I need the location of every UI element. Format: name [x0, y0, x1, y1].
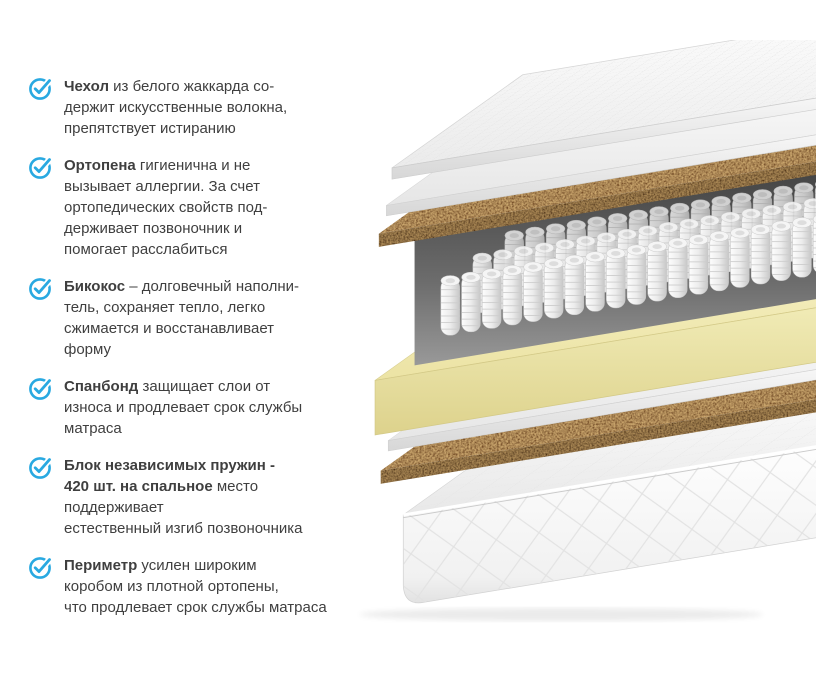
pocket-spring [440, 275, 461, 336]
pocket-spring [481, 268, 502, 329]
feature-term: Чехол [64, 78, 109, 95]
pocket-spring [771, 220, 792, 282]
feature-text: Бикокос – долговечный наполни- тель, сох… [64, 276, 299, 360]
feature-term: Бикокос [64, 278, 126, 295]
check-icon [29, 456, 53, 479]
feature-list: Чехол из белого жаккарда со- держит иску… [28, 76, 362, 618]
feature-item-cover: Чехол из белого жаккарда со- держит иску… [28, 76, 362, 139]
feature-text: Чехол из белого жаккарда со- держит иску… [64, 76, 287, 139]
feature-term: Ортопена [64, 157, 136, 174]
pocket-spring [585, 251, 605, 312]
feature-description: – долговечный наполни- тель, сохраняет т… [64, 278, 300, 358]
pocket-spring [667, 237, 688, 299]
feature-item-bicocos: Бикокос – долговечный наполни- тель, сох… [28, 276, 362, 360]
pocket-spring [709, 230, 730, 292]
pocket-spring [647, 240, 668, 302]
pocket-spring [461, 271, 481, 333]
pocket-spring [730, 227, 750, 288]
feature-text: Блок независимых пружин - 420 шт. на спа… [64, 455, 302, 539]
feature-term: Блок независимых пружин - 420 шт. на спа… [64, 457, 276, 495]
feature-description: гигиенична и не вызывает аллергии. За сч… [64, 157, 268, 258]
pocket-spring [543, 258, 564, 319]
check-icon [29, 77, 53, 100]
check-icon [29, 377, 53, 400]
pocket-spring [564, 254, 585, 316]
feature-description: защищает слои от износа и продлевает сро… [64, 378, 303, 437]
feature-description: усилен широким коробом из плотной ортопе… [64, 557, 327, 616]
pocket-spring [750, 223, 771, 285]
quilted-cover-top [391, 40, 816, 180]
feature-description: из белого жаккарда со- держит искусствен… [64, 78, 288, 137]
pocket-spring [605, 247, 626, 309]
pocket-spring [502, 264, 523, 326]
pocket-spring [523, 261, 543, 323]
feature-text: Периметр усилен широким коробом из плотн… [64, 555, 327, 618]
ground-shadow [359, 607, 764, 622]
feature-item-springs: Блок независимых пружин - 420 шт. на спа… [28, 455, 362, 539]
mattress-exploded-diagram [359, 40, 816, 622]
feature-text: Ортопена гигиенична и не вызывает аллерг… [64, 155, 267, 260]
feature-text: Спанбонд защищает слои от износа и продл… [64, 376, 302, 439]
pocket-spring [792, 217, 812, 278]
pocket-spring [688, 234, 709, 295]
feature-term: Периметр [64, 557, 138, 574]
feature-description: место поддерживает естественный изгиб по… [64, 478, 303, 537]
check-icon [29, 277, 53, 300]
feature-item-ortopena: Ортопена гигиенична и не вызывает аллерг… [28, 155, 362, 260]
check-icon [29, 556, 53, 579]
feature-item-perimeter: Периметр усилен широким коробом из плотн… [28, 555, 362, 618]
pocket-spring [626, 244, 647, 306]
feature-term: Спанбонд [64, 378, 139, 395]
feature-item-spunbond: Спанбонд защищает слои от износа и продл… [28, 376, 362, 439]
check-icon [29, 156, 53, 179]
